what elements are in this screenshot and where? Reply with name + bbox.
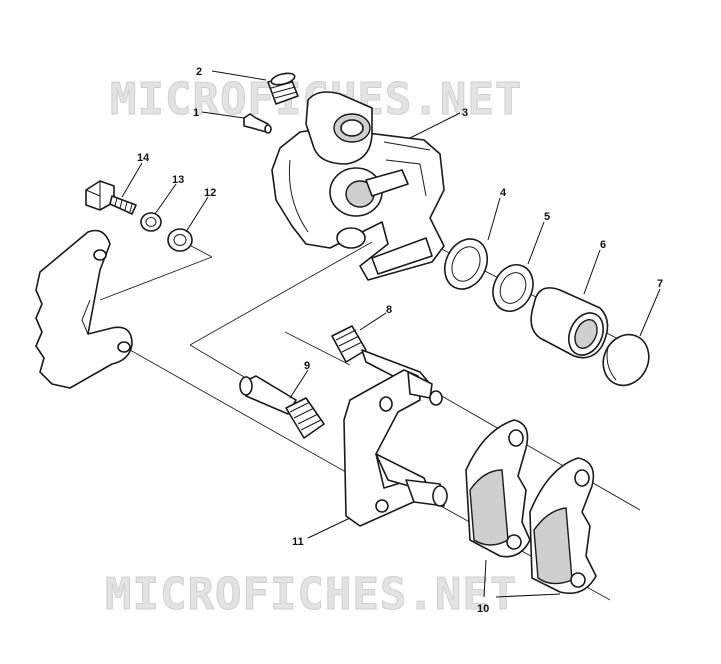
callout-11: 11 [292,536,304,548]
callout-14: 14 [137,152,150,164]
part-3-caliper-body [271,91,445,281]
part-10-brake-pad-inner [465,419,531,558]
callout-12: 12 [204,187,216,199]
part-10-brake-pad-outer [529,457,597,595]
part-12-flat-washer [167,228,193,252]
callout-6: 6 [600,239,606,251]
callout-3: 3 [462,107,468,119]
callout-8: 8 [386,304,392,316]
part-2-bleeder-cap [267,72,299,105]
callout-leaders [121,70,661,598]
part-14-bolt [85,180,137,215]
callout-1: 1 [193,107,199,119]
part-1-bleeder-screw [243,113,272,134]
callout-13: 13 [172,174,184,186]
part-4-piston-seal [444,238,488,290]
callout-2: 2 [196,66,202,78]
mounting-bracket-fragment [35,229,133,389]
part-5-dust-seal [492,264,534,312]
callout-4: 4 [500,187,507,199]
callout-7: 7 [657,278,663,290]
part-13-lock-washer [140,212,162,232]
part-11-support-bracket [343,369,448,527]
callout-9: 9 [304,360,310,372]
part-6-piston [530,287,609,359]
callout-5: 5 [544,211,550,223]
callout-10: 10 [477,603,489,615]
watermark-bottom: MICROFICHES.NET [105,569,517,620]
part-7-piston-cap [602,333,650,387]
part-9-slide-pin [239,375,325,439]
